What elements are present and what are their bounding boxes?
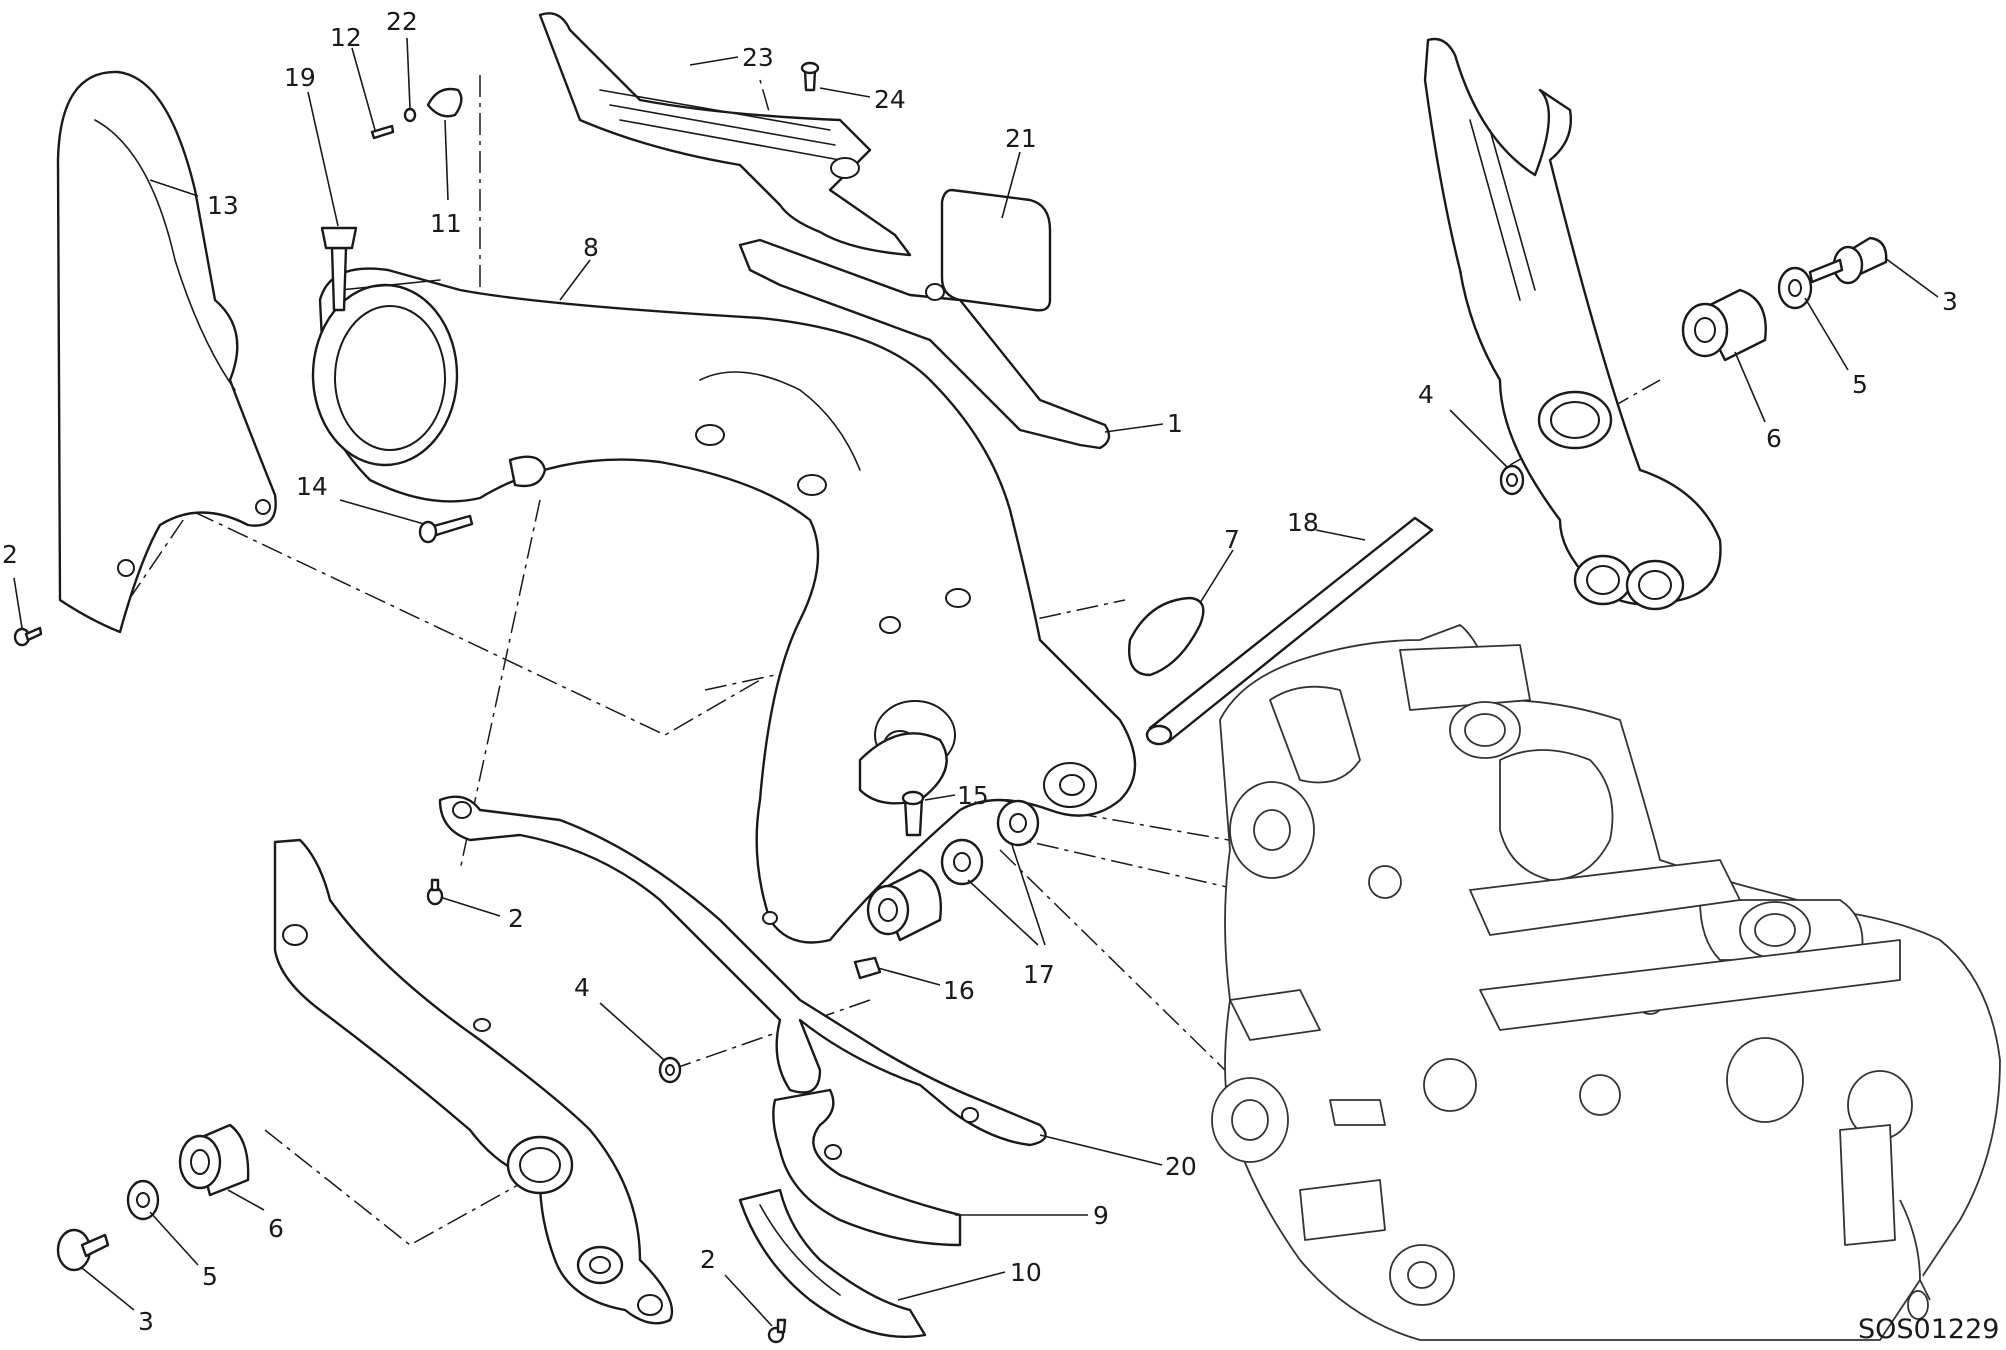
washer-right [1777, 266, 1813, 310]
callout-4-left: 4 [574, 973, 590, 1002]
callout-21: 21 [1005, 124, 1037, 153]
callout-8: 8 [583, 233, 599, 262]
bolt-14 [418, 514, 474, 544]
eccentric-washer-small [940, 838, 984, 886]
screw-24 [800, 61, 820, 92]
screw-2-bracket [767, 1318, 787, 1344]
callout-5-right: 5 [1852, 370, 1868, 399]
callouts: 1 2 2 2 3 3 4 4 5 5 6 6 7 [2, 7, 1958, 1336]
callout-18: 18 [1287, 508, 1319, 537]
circlip-left [658, 1056, 682, 1084]
screw-2-mudguard [13, 626, 43, 647]
callout-2-mudguard: 2 [2, 540, 18, 569]
engine-block [1211, 624, 2001, 1341]
callout-3-right: 3 [1942, 287, 1958, 316]
callout-7: 7 [1224, 525, 1240, 554]
callout-24: 24 [874, 85, 906, 114]
callout-22: 22 [386, 7, 418, 36]
callout-16: 16 [943, 976, 975, 1005]
nut [853, 956, 882, 980]
callout-15: 15 [957, 781, 989, 810]
callout-13: 13 [207, 191, 239, 220]
cover-plug [1128, 596, 1205, 677]
callout-12: 12 [330, 23, 362, 52]
clip-11 [426, 87, 463, 118]
callout-11: 11 [430, 209, 462, 238]
left-footpeg-bracket [273, 838, 674, 1325]
callout-2-chain-guard: 2 [508, 904, 524, 933]
washer-22 [403, 107, 417, 123]
eccentric-washer-large [996, 799, 1040, 847]
chain-guard [538, 12, 912, 257]
callout-4-right: 4 [1418, 380, 1434, 409]
sticker-plate [940, 188, 1052, 312]
chain-slider [738, 238, 1111, 450]
bolt-left [56, 1228, 110, 1272]
right-footpeg-bracket [1423, 37, 1722, 611]
callout-17: 17 [1023, 960, 1055, 989]
rear-mudguard [56, 70, 277, 634]
swingarm [311, 267, 1137, 944]
shock-link-bushing [866, 868, 942, 942]
bushing-right [1681, 288, 1767, 362]
guard-bracket-9 [772, 1088, 962, 1247]
callout-5-left: 5 [202, 1262, 218, 1291]
callout-9: 9 [1093, 1201, 1109, 1230]
callout-10: 10 [1010, 1258, 1042, 1287]
lower-chain-guard [438, 795, 1047, 1147]
drawing-code: SOS01229 [1858, 1314, 1999, 1345]
callout-3-left: 3 [138, 1307, 154, 1336]
washer-left [126, 1179, 160, 1221]
callout-2-bracket: 2 [700, 1245, 716, 1274]
callout-6-right: 6 [1766, 424, 1782, 453]
guard-bracket-10 [738, 1188, 927, 1339]
callout-6-left: 6 [268, 1214, 284, 1243]
callout-23: 23 [742, 43, 774, 72]
callout-19: 19 [284, 63, 316, 92]
callout-14: 14 [296, 472, 328, 501]
pin-bolt [901, 790, 925, 837]
circlip-right [1499, 464, 1525, 496]
callout-1: 1 [1167, 409, 1183, 438]
screw-12 [370, 124, 395, 140]
pivot-shaft [1145, 516, 1434, 746]
bolt-right [1808, 236, 1888, 285]
screw-2-chain-guard [426, 878, 444, 906]
bolt-19 [320, 226, 358, 312]
callout-20: 20 [1165, 1152, 1197, 1181]
bushing-left [178, 1123, 250, 1197]
